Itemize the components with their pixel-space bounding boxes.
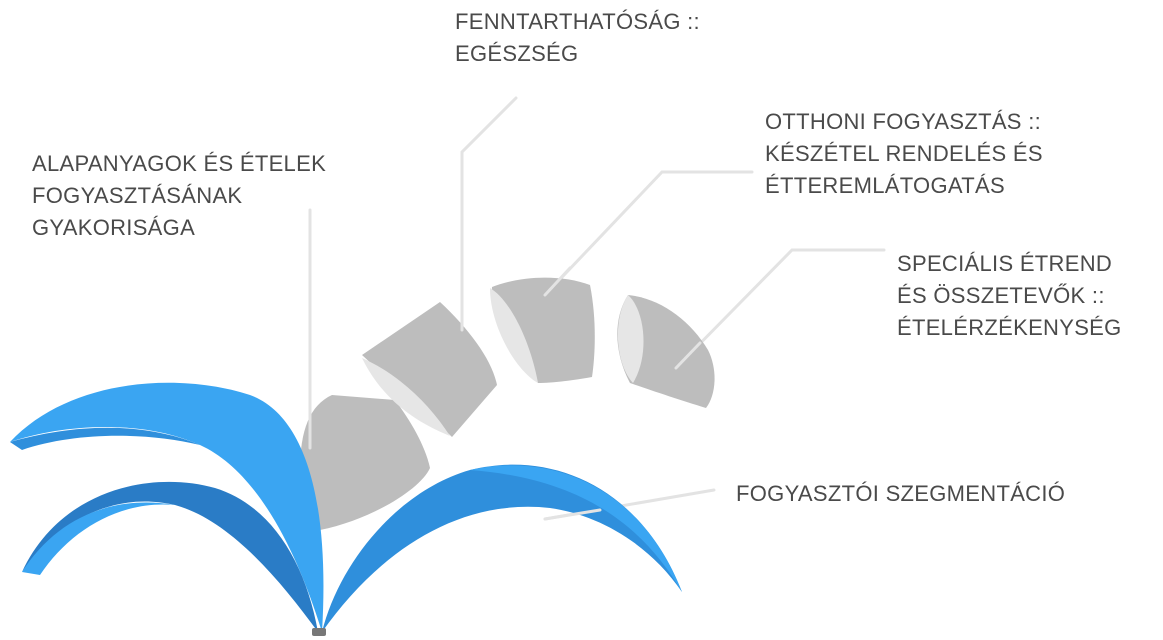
label-line: ALAPANYAGOK ÉS ÉTELEK: [32, 151, 327, 176]
label-line: SPECIÁLIS ÉTREND: [897, 251, 1113, 276]
label-line: OTTHONI FOGYASZTÁS ::: [765, 109, 1042, 134]
segment-sustainability: [362, 302, 497, 437]
connector-sustainability: [460, 96, 518, 332]
leaf-right: [322, 464, 682, 632]
connector-segmentation-end: [543, 508, 602, 521]
connector-home: [543, 170, 754, 297]
label-line: ÉTELÉRZÉKENYSÉG: [897, 315, 1122, 340]
leaf-left-upper-shade: [10, 427, 200, 450]
label-line: FOGYASZTÓI SZEGMENTÁCIÓ: [736, 481, 1066, 506]
label-line: GYAKORISÁGA: [32, 215, 196, 240]
leaf-right-edge: [470, 465, 682, 592]
stem-segments: [300, 277, 715, 530]
label-line: FENNTARTHATÓSÁG ::: [455, 9, 700, 34]
segment-special-face: [617, 295, 644, 383]
segment-frequency: [300, 395, 430, 530]
leaf-left-lower: [22, 481, 318, 632]
stem-tip: [312, 628, 326, 636]
label-line: ÉTTEREMLÁTOGATÁS: [765, 173, 1005, 198]
label-line: FOGYASZTÁSÁNAK: [32, 183, 243, 208]
connector-home-end: [543, 266, 572, 297]
label-line: ÉS ÖSSZETEVŐK ::: [897, 283, 1105, 308]
connector-special-end: [674, 341, 702, 370]
label-line: KÉSZÉTEL RENDELÉS ÉS: [765, 141, 1043, 166]
leaf-left-lower-edge: [22, 502, 175, 575]
segment-sustainability-face: [362, 358, 450, 436]
leaf-left-upper: [10, 382, 324, 632]
label-line: EGÉSZSÉG: [455, 41, 579, 66]
label-sustainability-health: FENNTARTHATÓSÁG :: EGÉSZSÉG: [455, 6, 700, 70]
label-consumption-frequency: ALAPANYAGOK ÉS ÉTELEK FOGYASZTÁSÁNAK GYA…: [32, 148, 326, 244]
label-home-consumption: OTTHONI FOGYASZTÁS :: KÉSZÉTEL RENDELÉS …: [765, 106, 1043, 202]
label-special-diet: SPECIÁLIS ÉTREND ÉS ÖSSZETEVŐK :: ÉTELÉR…: [897, 248, 1122, 344]
label-consumer-segmentation: FOGYASZTÓI SZEGMENTÁCIÓ: [736, 478, 1065, 510]
segment-home-face: [490, 288, 538, 383]
connector-special: [674, 248, 886, 370]
leaves: [10, 382, 682, 636]
